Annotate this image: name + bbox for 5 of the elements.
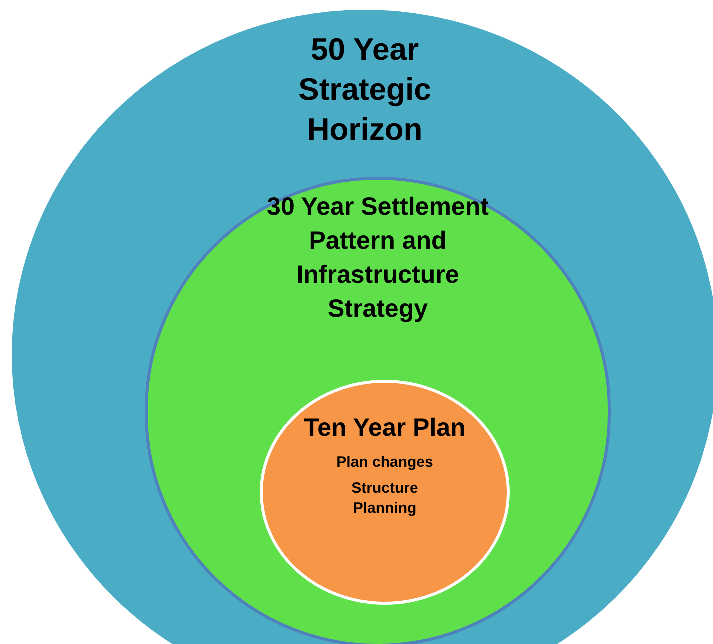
heading-text: Ten Year Plan	[303, 413, 467, 444]
body-text: Plan changes	[336, 453, 434, 473]
body-text: Structure Planning	[350, 479, 420, 519]
heading-text: 50 Year Strategic Horizon	[298, 31, 432, 149]
heading-text: 30 Year Settlement Pattern and Infrastructure Strategy	[266, 192, 490, 325]
